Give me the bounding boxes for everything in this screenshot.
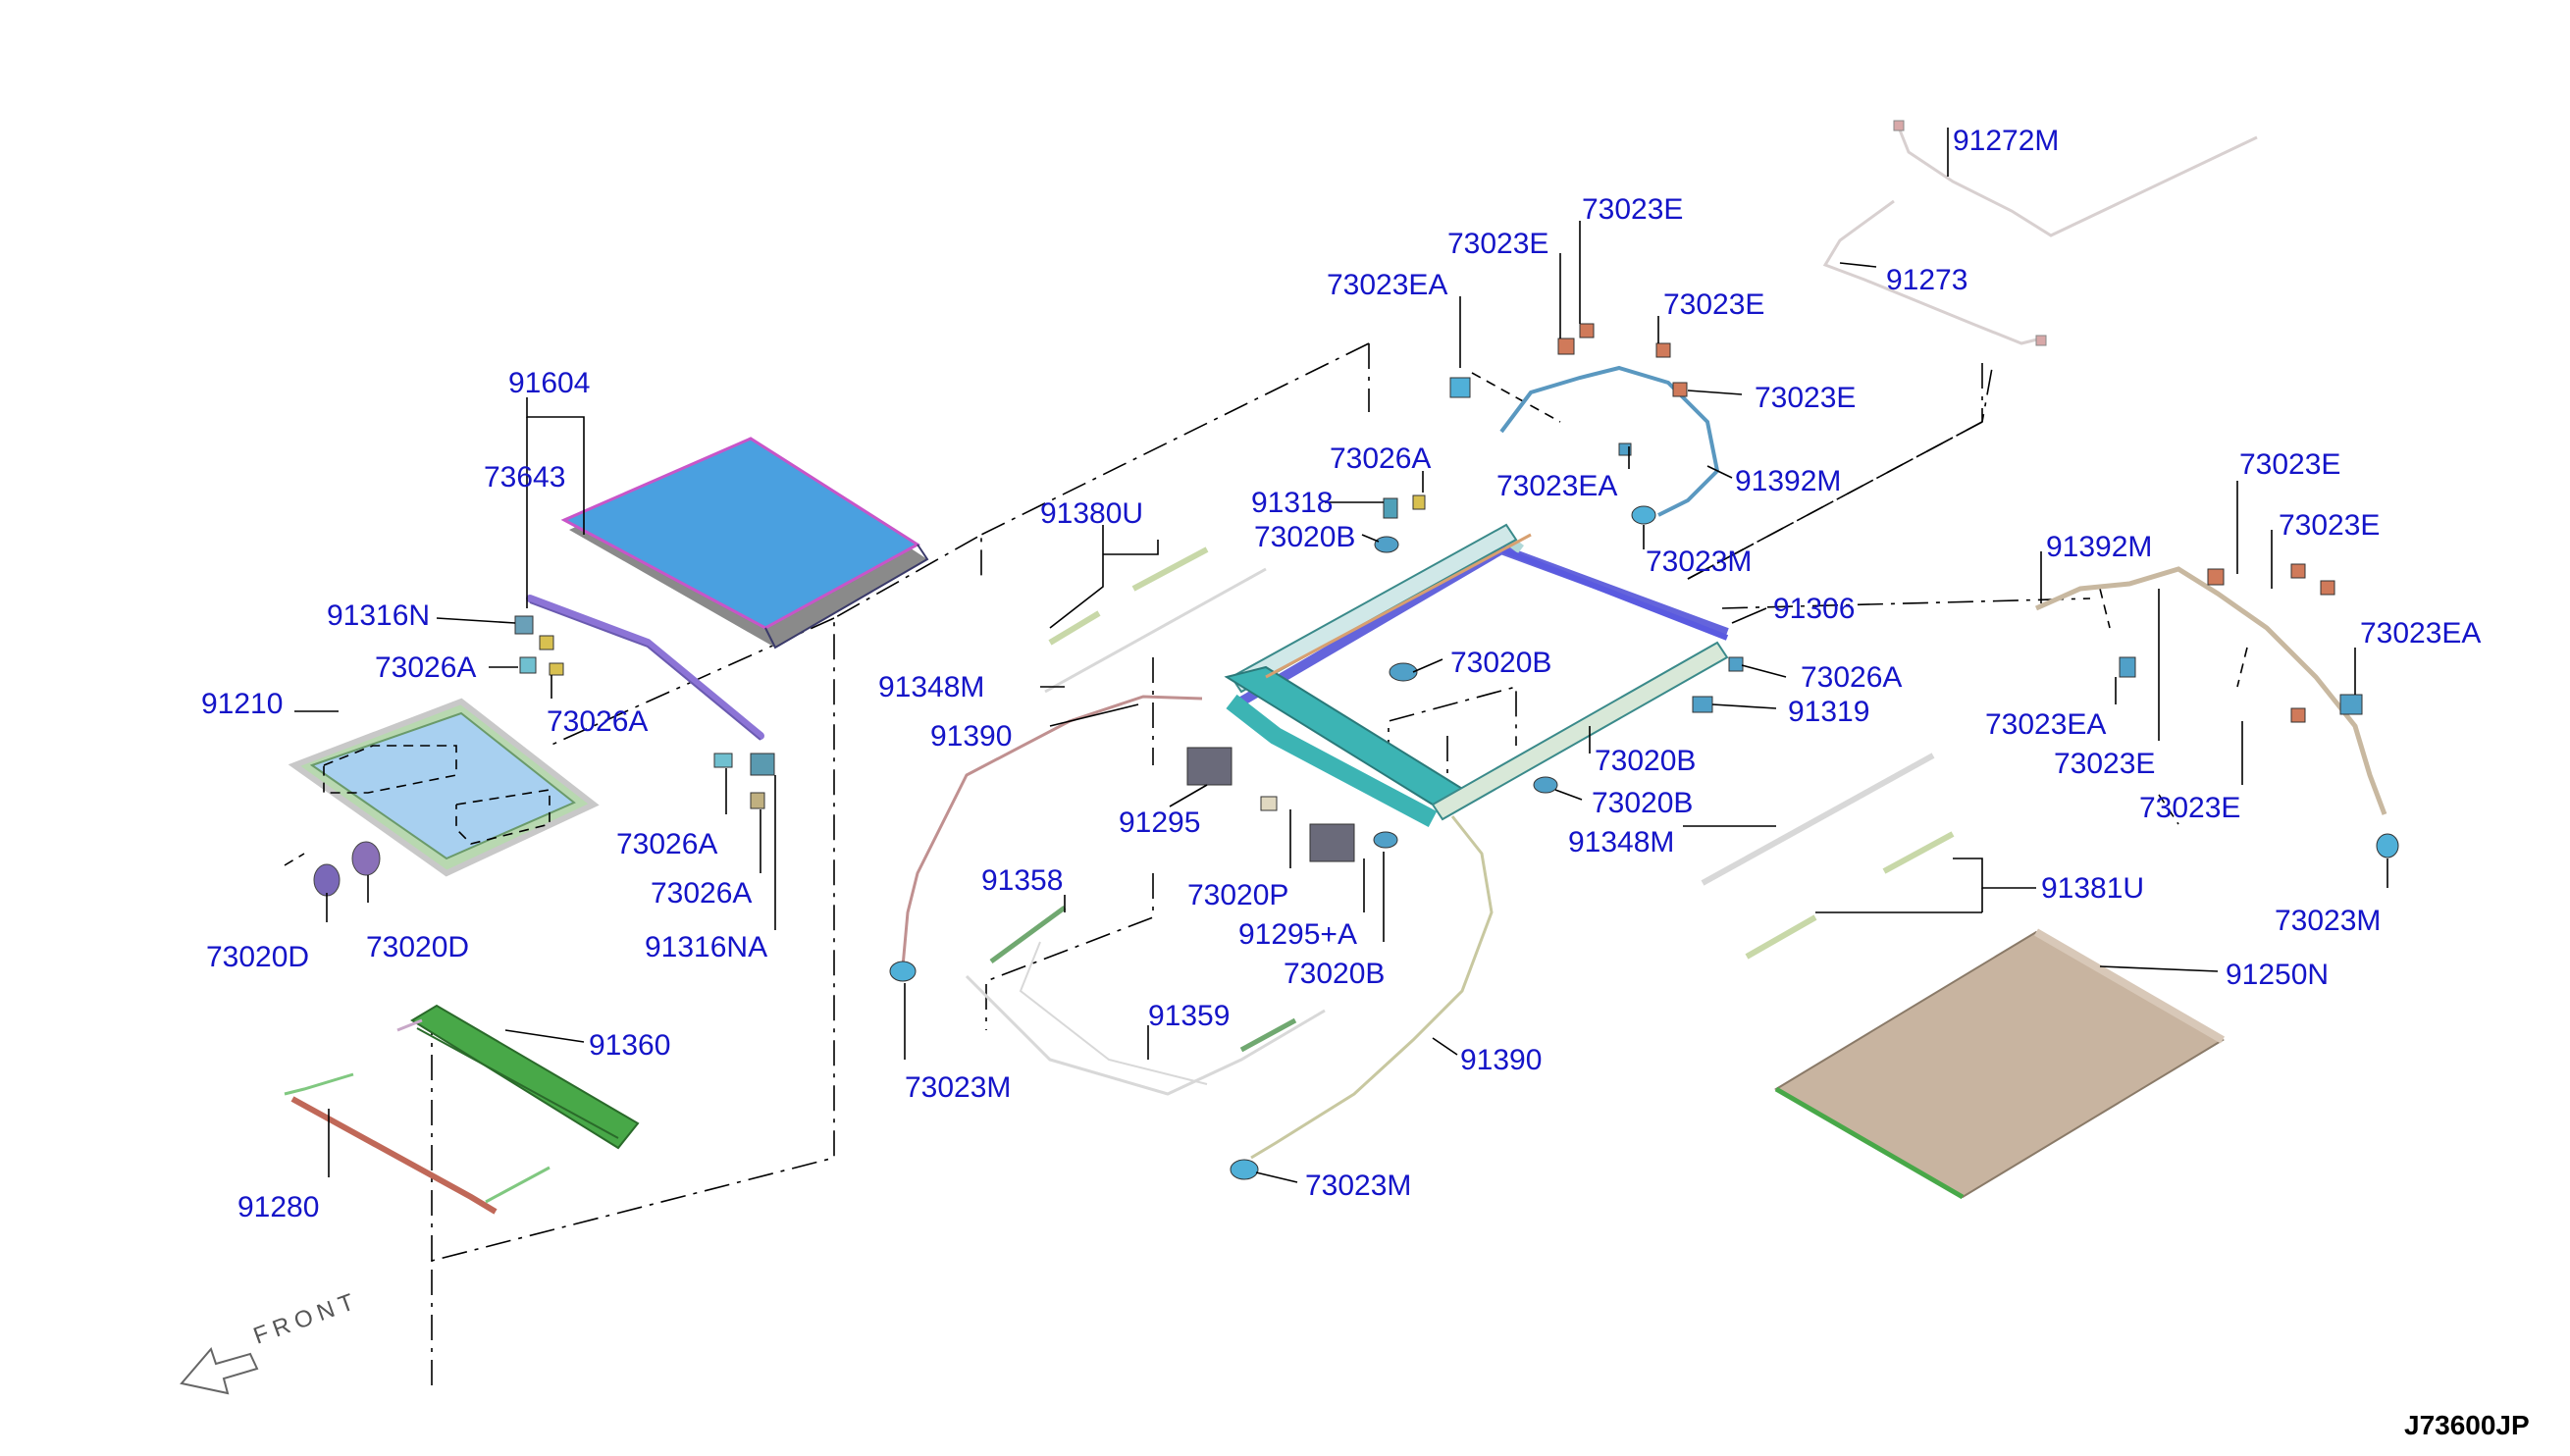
part-label-73026A: 73026A <box>616 828 717 860</box>
part-label-73023EA: 73023EA <box>1496 470 1617 502</box>
drain-channels-91358-91359 <box>965 905 1326 1096</box>
part-label-91295-A: 91295+A <box>1238 918 1357 951</box>
brackets-left <box>514 615 775 809</box>
glass-panel-91604 <box>560 437 929 650</box>
part-label-91318: 91318 <box>1251 487 1333 519</box>
part-label-73026A: 73026A <box>375 651 476 684</box>
rails-91380U <box>1044 546 1267 694</box>
part-label-91280: 91280 <box>237 1191 319 1223</box>
part-label-73026A: 73026A <box>1801 661 1902 694</box>
frame-91306 <box>1224 523 1729 827</box>
part-label-91381U: 91381U <box>2041 872 2144 905</box>
part-label-91348M: 91348M <box>878 671 984 703</box>
part-label-73023E: 73023E <box>2139 792 2240 824</box>
part-label-73020B: 73020B <box>1595 745 1696 777</box>
part-label-91380U: 91380U <box>1040 497 1143 530</box>
part-label-73020B: 73020B <box>1592 787 1693 819</box>
reference-lines <box>284 342 2248 1385</box>
part-label-73020B: 73020B <box>1450 647 1551 679</box>
part-label-73026A: 73026A <box>1330 442 1431 475</box>
part-label-73020B: 73020B <box>1254 521 1355 553</box>
part-label-91306: 91306 <box>1773 593 1855 625</box>
deflector-91360 <box>396 1004 640 1150</box>
part-label-73020D: 73020D <box>206 941 309 973</box>
part-label-73023M: 73023M <box>2275 905 2381 937</box>
glass-91210 <box>288 698 600 877</box>
part-label-73023M: 73023M <box>1646 546 1752 578</box>
part-label-91604: 91604 <box>508 367 590 399</box>
part-label-91392M: 91392M <box>2046 531 2152 563</box>
guide-rail-73643 <box>526 595 764 741</box>
motors-73020D <box>313 841 381 897</box>
part-label-73020D: 73020D <box>366 931 469 963</box>
part-label-91360: 91360 <box>589 1029 670 1062</box>
part-label-73026A: 73026A <box>651 877 752 910</box>
part-label-73023EA: 73023EA <box>2360 617 2481 650</box>
front-text: FRONT <box>250 1287 363 1350</box>
part-label-91250N: 91250N <box>2226 959 2329 991</box>
part-label-73023E: 73023E <box>2239 448 2340 481</box>
part-label-91390: 91390 <box>1460 1044 1542 1076</box>
part-label-91210: 91210 <box>201 688 283 720</box>
part-label-91390: 91390 <box>930 720 1012 753</box>
drain-hose-91390 <box>889 695 1494 1180</box>
part-label-91358: 91358 <box>981 864 1063 897</box>
part-label-73023M: 73023M <box>1305 1170 1411 1202</box>
part-label-91392M: 91392M <box>1735 465 1841 497</box>
part-label-73020P: 73020P <box>1187 879 1288 911</box>
part-label-73023E: 73023E <box>2054 748 2155 780</box>
part-label-73023E: 73023E <box>1663 288 1764 321</box>
harness-91272M-91273 <box>1822 120 2258 346</box>
part-label-73023M: 73023M <box>905 1071 1011 1104</box>
part-label-73643: 73643 <box>484 461 565 494</box>
sunshade-91250N <box>1774 928 2226 1200</box>
part-label-73023E: 73023E <box>1582 193 1683 226</box>
part-label-91272M: 91272M <box>1953 125 2059 157</box>
part-label-91359: 91359 <box>1148 1000 1230 1032</box>
rails-91348M-91381U <box>1701 753 1955 960</box>
harness-91392M-upper <box>1449 323 1720 525</box>
leader-lines <box>294 128 2388 1183</box>
harness-91392M-right <box>2034 563 2399 858</box>
part-label-73023EA: 73023EA <box>1985 708 2106 741</box>
part-labels: 91604 73643 91316N 73026A 73026A 91210 7… <box>201 125 2481 1223</box>
part-label-91316N: 91316N <box>327 599 430 632</box>
part-label-73023E: 73023E <box>2279 509 2380 542</box>
part-label-73023E: 73023E <box>1755 382 1856 414</box>
part-label-91348M: 91348M <box>1568 826 1674 858</box>
part-label-73026A: 73026A <box>547 705 648 738</box>
part-label-91319: 91319 <box>1788 696 1869 728</box>
diagram-code: J73600JP <box>2404 1410 2530 1440</box>
part-label-91316NA: 91316NA <box>645 931 767 963</box>
part-label-73020B: 73020B <box>1284 958 1385 990</box>
part-label-73023EA: 73023EA <box>1327 269 1447 301</box>
center-small-parts <box>1186 494 1744 862</box>
part-label-91273: 91273 <box>1886 264 1967 296</box>
seal-91280 <box>284 1072 551 1215</box>
front-arrow-icon: FRONT <box>180 1287 363 1395</box>
part-label-91295: 91295 <box>1119 806 1200 839</box>
part-label-73023E: 73023E <box>1447 228 1548 260</box>
